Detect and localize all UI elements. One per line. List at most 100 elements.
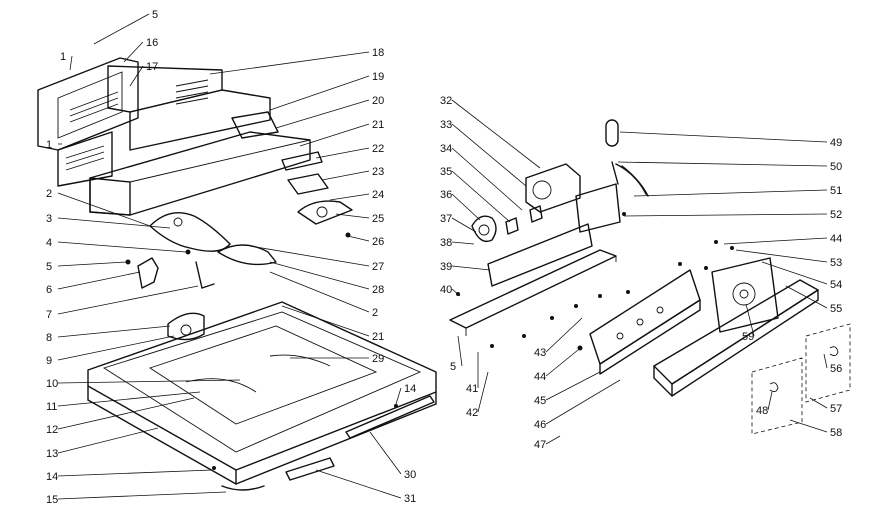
leader-line-l-27 bbox=[57, 379, 241, 384]
leader-line-l-15 bbox=[269, 271, 370, 313]
leader-line-l-14 bbox=[269, 261, 370, 290]
leader-line-l-9 bbox=[321, 170, 370, 181]
leader-line-l-33 bbox=[395, 387, 402, 405]
callout-label-14: 14 bbox=[404, 383, 416, 395]
callout-label-23: 23 bbox=[372, 166, 384, 178]
callout-label-5: 5 bbox=[152, 9, 158, 21]
leader-line-r-3 bbox=[451, 170, 511, 223]
leader-line-l-0 bbox=[69, 55, 73, 71]
callout-label-7: 7 bbox=[46, 309, 52, 321]
dial-plate-drawing bbox=[678, 240, 779, 333]
callout-label-26: 26 bbox=[372, 236, 384, 248]
leader-line-r-4 bbox=[451, 193, 481, 221]
callout-label-53: 53 bbox=[830, 257, 842, 269]
leader-line-l-7 bbox=[299, 123, 370, 147]
backsplash-drawing bbox=[107, 65, 279, 151]
callout-labels: 1161751819202122232425262728221291234567… bbox=[46, 9, 842, 506]
leader-line-l-4 bbox=[209, 51, 370, 75]
callout-label-32: 32 bbox=[440, 95, 452, 107]
top-cabinet-drawing bbox=[87, 301, 437, 491]
callout-label-11: 11 bbox=[46, 401, 57, 413]
callout-label-55: 55 bbox=[830, 303, 842, 315]
hinge-parts-drawing bbox=[149, 151, 353, 266]
callout-label-42: 42 bbox=[466, 407, 478, 419]
callout-label-1: 1 bbox=[60, 51, 66, 63]
leader-line-l-1 bbox=[123, 41, 144, 63]
callout-label-37: 37 bbox=[440, 213, 452, 225]
callout-label-51: 51 bbox=[830, 185, 842, 197]
leader-line-r-23 bbox=[761, 261, 828, 285]
callout-label-10: 10 bbox=[46, 378, 58, 390]
callout-label-57: 57 bbox=[830, 403, 842, 415]
callout-label-38: 38 bbox=[440, 237, 452, 249]
leader-line-l-32 bbox=[57, 491, 227, 500]
decals-drawing bbox=[751, 323, 851, 435]
leader-line-l-13 bbox=[249, 245, 370, 267]
callout-label-18: 18 bbox=[372, 47, 384, 59]
callout-label-36: 36 bbox=[440, 189, 452, 201]
callout-label-21: 21 bbox=[372, 119, 384, 131]
leader-line-l-19 bbox=[57, 192, 151, 227]
leader-line-l-20 bbox=[57, 217, 171, 229]
callout-label-44: 44 bbox=[830, 233, 842, 245]
leader-line-r-5 bbox=[451, 217, 477, 233]
leader-line-r-6 bbox=[451, 241, 475, 245]
leader-line-l-26 bbox=[57, 335, 175, 361]
leader-line-l-5 bbox=[269, 75, 370, 111]
leader-line-l-35 bbox=[315, 469, 402, 499]
callout-label-25: 25 bbox=[372, 213, 384, 225]
leader-line-l-12 bbox=[347, 235, 370, 242]
leader-line-r-21 bbox=[723, 237, 828, 245]
callout-label-56: 56 bbox=[830, 363, 842, 375]
callout-label-33: 33 bbox=[440, 119, 452, 131]
leader-line-r-18 bbox=[617, 161, 828, 167]
control-panel-drawing bbox=[577, 269, 701, 375]
leader-line-l-16 bbox=[281, 305, 370, 337]
control-bracket-drawing bbox=[449, 223, 617, 348]
callout-label-24: 24 bbox=[372, 189, 384, 201]
leader-line-r-24 bbox=[785, 285, 828, 309]
leader-line-l-29 bbox=[57, 397, 195, 430]
timer-motor-drawing bbox=[471, 163, 581, 243]
callout-label-48: 48 bbox=[756, 405, 768, 417]
leader-line-r-1 bbox=[451, 123, 527, 187]
callout-label-5: 5 bbox=[46, 261, 52, 273]
leader-line-l-31 bbox=[57, 469, 213, 477]
leader-line-l-8 bbox=[315, 147, 370, 159]
leader-line-r-19 bbox=[633, 189, 828, 197]
leader-line-l-25 bbox=[57, 325, 171, 338]
leader-line-l-11 bbox=[335, 213, 370, 219]
leader-line-r-0 bbox=[451, 99, 541, 169]
callout-label-9: 9 bbox=[46, 355, 52, 367]
leader-line-l-6 bbox=[275, 99, 370, 129]
rear-panel-drawing bbox=[37, 57, 139, 151]
leader-line-r-26 bbox=[823, 353, 828, 369]
callout-label-17: 17 bbox=[146, 61, 158, 73]
leader-line-r-15 bbox=[545, 379, 621, 425]
console-housing-drawing bbox=[57, 131, 311, 216]
callout-label-35: 35 bbox=[440, 166, 452, 178]
callout-label-28: 28 bbox=[372, 284, 384, 296]
leader-line-r-28 bbox=[767, 391, 773, 411]
callout-label-1: 1 bbox=[46, 139, 52, 151]
leader-line-r-7 bbox=[451, 265, 491, 271]
callout-label-2: 2 bbox=[46, 188, 52, 200]
leader-line-r-22 bbox=[735, 249, 828, 263]
leader-line-l-30 bbox=[57, 427, 159, 454]
callout-label-43: 43 bbox=[534, 347, 546, 359]
callout-label-6: 6 bbox=[46, 284, 52, 296]
callout-label-46: 46 bbox=[534, 419, 546, 431]
callout-label-49: 49 bbox=[830, 137, 842, 149]
callout-label-58: 58 bbox=[830, 427, 842, 439]
callout-label-22: 22 bbox=[372, 143, 384, 155]
trim-frame-drawing bbox=[653, 279, 819, 397]
leader-line-r-14 bbox=[545, 371, 601, 401]
callout-label-27: 27 bbox=[372, 261, 384, 273]
callout-label-13: 13 bbox=[46, 448, 58, 460]
callout-label-52: 52 bbox=[830, 209, 842, 221]
leader-line-l-34 bbox=[369, 431, 402, 475]
callout-label-39: 39 bbox=[440, 261, 452, 273]
callout-label-8: 8 bbox=[46, 332, 52, 344]
callout-label-3: 3 bbox=[46, 213, 52, 225]
